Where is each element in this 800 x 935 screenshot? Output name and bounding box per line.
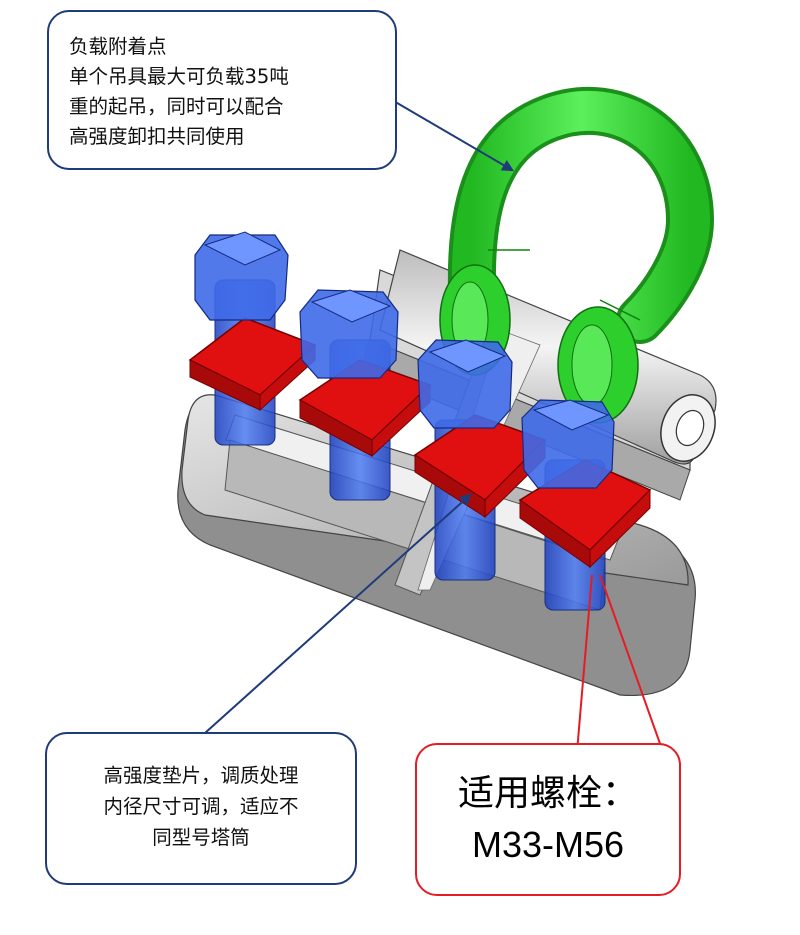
washer-line-1: 高强度垫片，调质处理 <box>103 764 299 787</box>
bolt-assembly-4 <box>518 399 652 611</box>
load-point-line-3: 重的起吊，同时可以配合 <box>69 95 284 118</box>
washer-line-3: 同型号塔筒 <box>152 826 250 849</box>
washer-line-2: 内径尺寸可调，适应不 <box>103 795 299 818</box>
washer-leader <box>204 493 472 734</box>
bolts-line-2: M33-M56 <box>471 824 625 865</box>
load-point-leader <box>391 99 515 172</box>
bolt-assembly-1 <box>188 231 317 446</box>
bolt-assembly-2 <box>298 289 432 501</box>
load-point-line-2: 单个吊具最大可负载35吨 <box>69 65 289 88</box>
washer-callout: 高强度垫片，调质处理 内径尺寸可调，适应不 同型号塔筒 <box>45 732 357 885</box>
bolts-line-1: 适用螺栓： <box>457 772 638 813</box>
square-washer-icon <box>188 317 317 412</box>
bolts-leader-right <box>599 574 664 753</box>
load-point-line-4: 高强度卸扣共同使用 <box>69 125 245 148</box>
bolts-callout: 适用螺栓： M33-M56 <box>415 743 681 896</box>
load-point-line-1: 负载附着点 <box>69 35 167 58</box>
bolts-leader-left <box>576 574 593 753</box>
load-point-callout: 负载附着点 单个吊具最大可负载35吨 重的起吊，同时可以配合 高强度卸扣共同使用 <box>47 10 397 170</box>
square-washer-icon <box>298 359 432 458</box>
